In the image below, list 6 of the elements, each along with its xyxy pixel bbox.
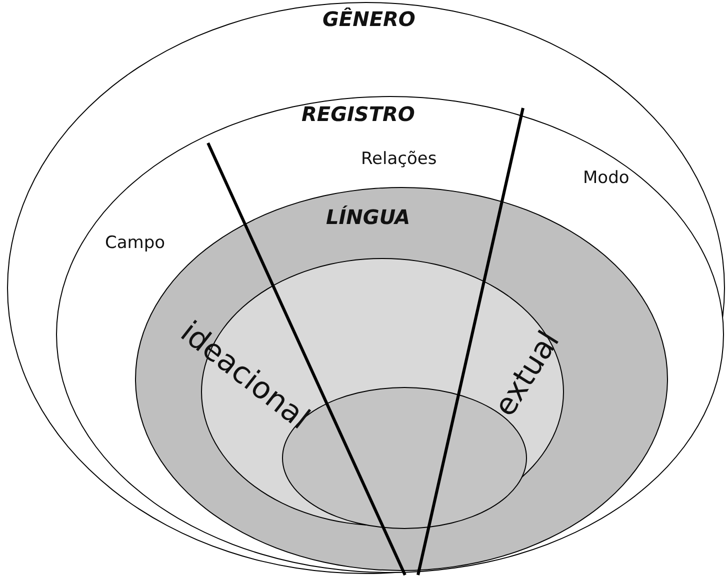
tenor-label: Relações bbox=[361, 150, 437, 168]
register-title: REGISTRO bbox=[302, 104, 415, 124]
language-title: LÍNGUA bbox=[326, 207, 410, 227]
genre-title: GÊNERO bbox=[322, 9, 416, 29]
field-label: Campo bbox=[105, 234, 166, 252]
mode-label: Modo bbox=[583, 170, 630, 186]
